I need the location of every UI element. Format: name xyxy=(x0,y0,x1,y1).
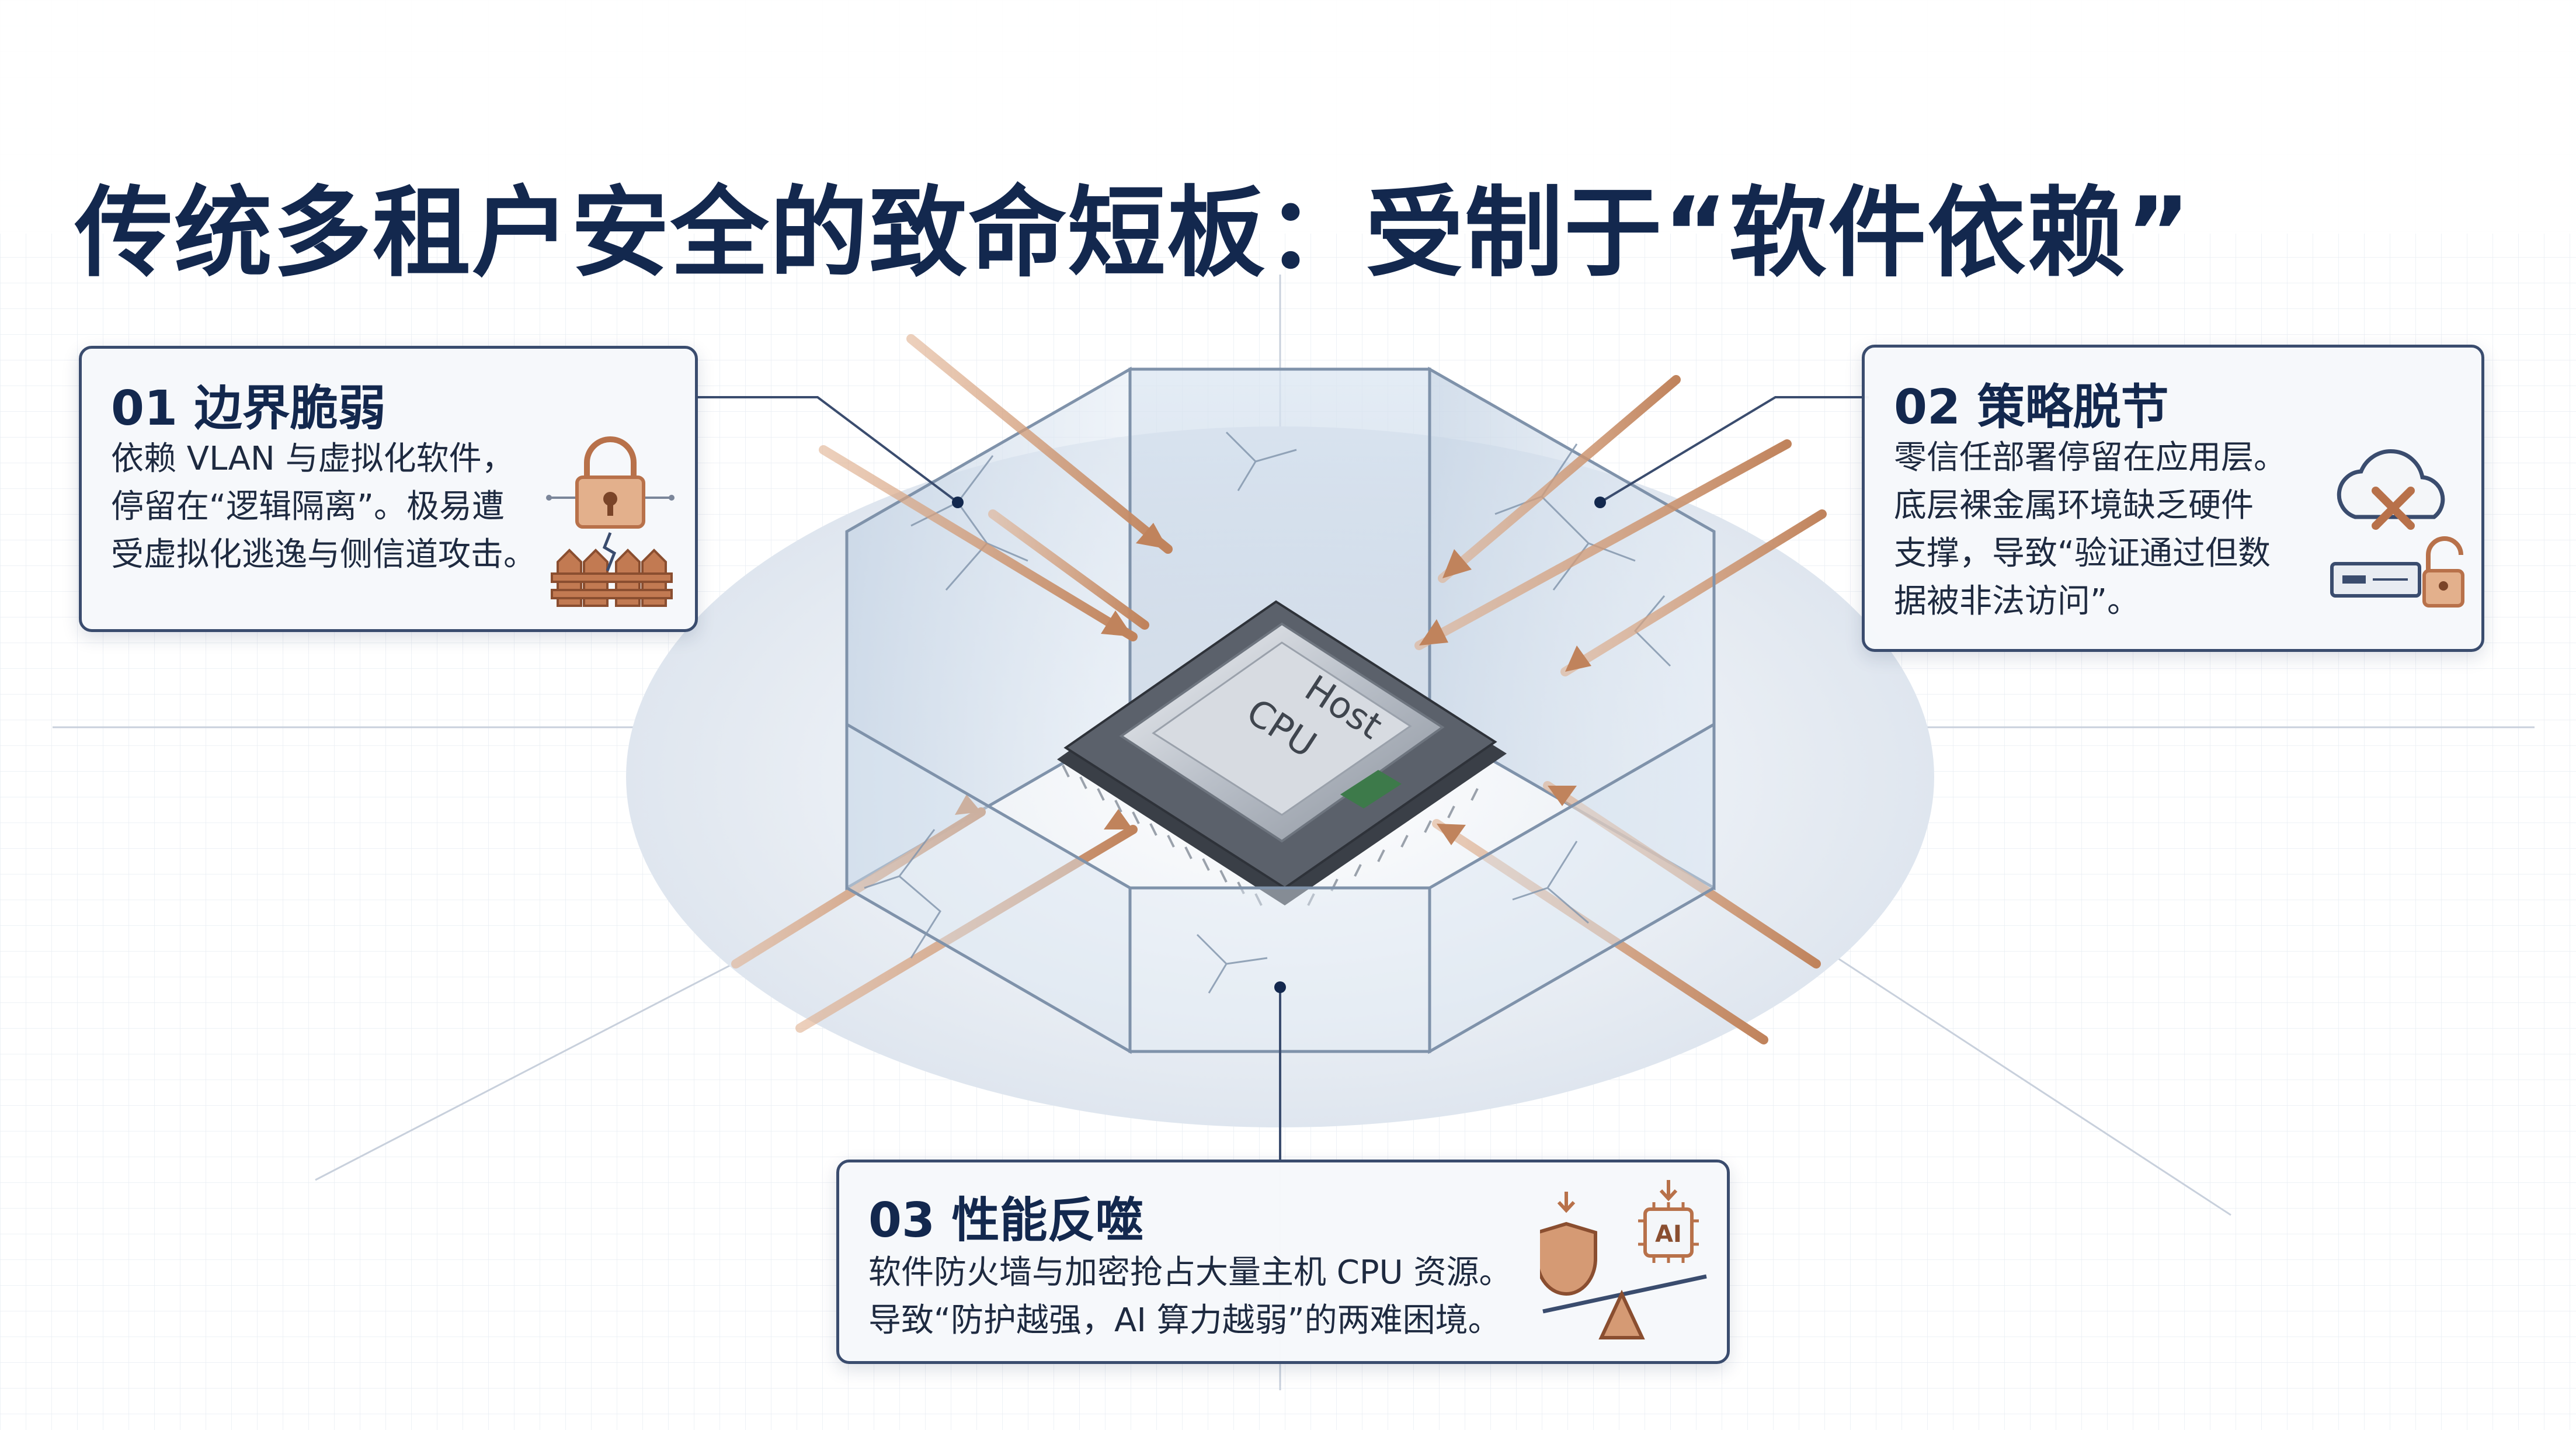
card-body: 软件防火墙与加密抢占大量主机 CPU 资源。 导致“防护越强，AI 算力越弱”的… xyxy=(868,1249,1511,1345)
card-body: 零信任部署停留在应用层。 底层裸金属环境缺乏硬件 支撑，导致“验证通过但数 据被… xyxy=(1894,434,2286,626)
glass-cracks-front xyxy=(864,829,1589,994)
card-line: 导致“防护越强，AI 算力越弱”的两难困境。 xyxy=(868,1301,1501,1339)
card-connectors xyxy=(695,396,1869,1160)
host-cpu-chip xyxy=(1057,600,1507,906)
page-title: 传统多租户安全的致命短板：受制于“软件依赖” xyxy=(75,175,2192,290)
cloud-x-icon xyxy=(2337,449,2445,530)
fence-icon xyxy=(551,532,673,607)
attack-arrows xyxy=(731,334,1827,1044)
attack-arrowheads xyxy=(955,523,1591,845)
server-unlock-icon xyxy=(2330,536,2464,608)
card-line: 停留在“逻辑隔离”。极易遭 xyxy=(111,488,505,526)
ai-chip-icon: AI xyxy=(1638,1180,1699,1263)
cloud-server-icon xyxy=(2330,449,2464,608)
balance-scale-icon xyxy=(1542,1274,1707,1339)
card-title: 02 策略脱节 xyxy=(1894,380,2169,435)
card-title: 03 性能反噬 xyxy=(868,1193,1143,1248)
card-policy: 02 策略脱节 零信任部署停留在应用层。 底层裸金属环境缺乏硬件 支撑，导致“验… xyxy=(1862,345,2484,652)
balance-icon-group: AI xyxy=(1540,1180,1707,1339)
card-line: 零信任部署停留在应用层。 xyxy=(1894,439,2286,477)
card-line: 底层裸金属环境缺乏硬件 xyxy=(1894,487,2254,525)
connector-dots xyxy=(952,497,1606,993)
card-title: 01 边界脆弱 xyxy=(111,381,386,436)
card-line: 受虚拟化逃逸与侧信道攻击。 xyxy=(111,536,536,574)
card-body: 依赖 VLAN 与虚拟化软件， 停留在“逻辑隔离”。极易遭 受虚拟化逃逸与侧信道… xyxy=(111,435,536,579)
padlock-icon xyxy=(546,436,675,529)
padlock-fence-icon xyxy=(546,436,675,607)
card-line: 依赖 VLAN 与虚拟化软件， xyxy=(111,440,514,478)
card-line: 软件防火墙与加密抢占大量主机 CPU 资源。 xyxy=(868,1254,1512,1292)
glass-cracks-back xyxy=(910,431,1671,667)
card-line: 据被非法访问”。 xyxy=(1894,582,2140,620)
card-performance: 03 性能反噬 软件防火墙与加密抢占大量主机 CPU 资源。 导致“防护越强，A… xyxy=(836,1160,1730,1364)
glass-enclosure-front xyxy=(845,532,1716,1054)
shield-icon xyxy=(1540,1192,1597,1296)
ai-chip-label: AI xyxy=(1655,1221,1682,1248)
card-boundary: 01 边界脆弱 依赖 VLAN 与虚拟化软件， 停留在“逻辑隔离”。极易遭 受虚… xyxy=(79,346,698,632)
card-line: 支撑，导致“验证通过但数 xyxy=(1894,534,2271,572)
